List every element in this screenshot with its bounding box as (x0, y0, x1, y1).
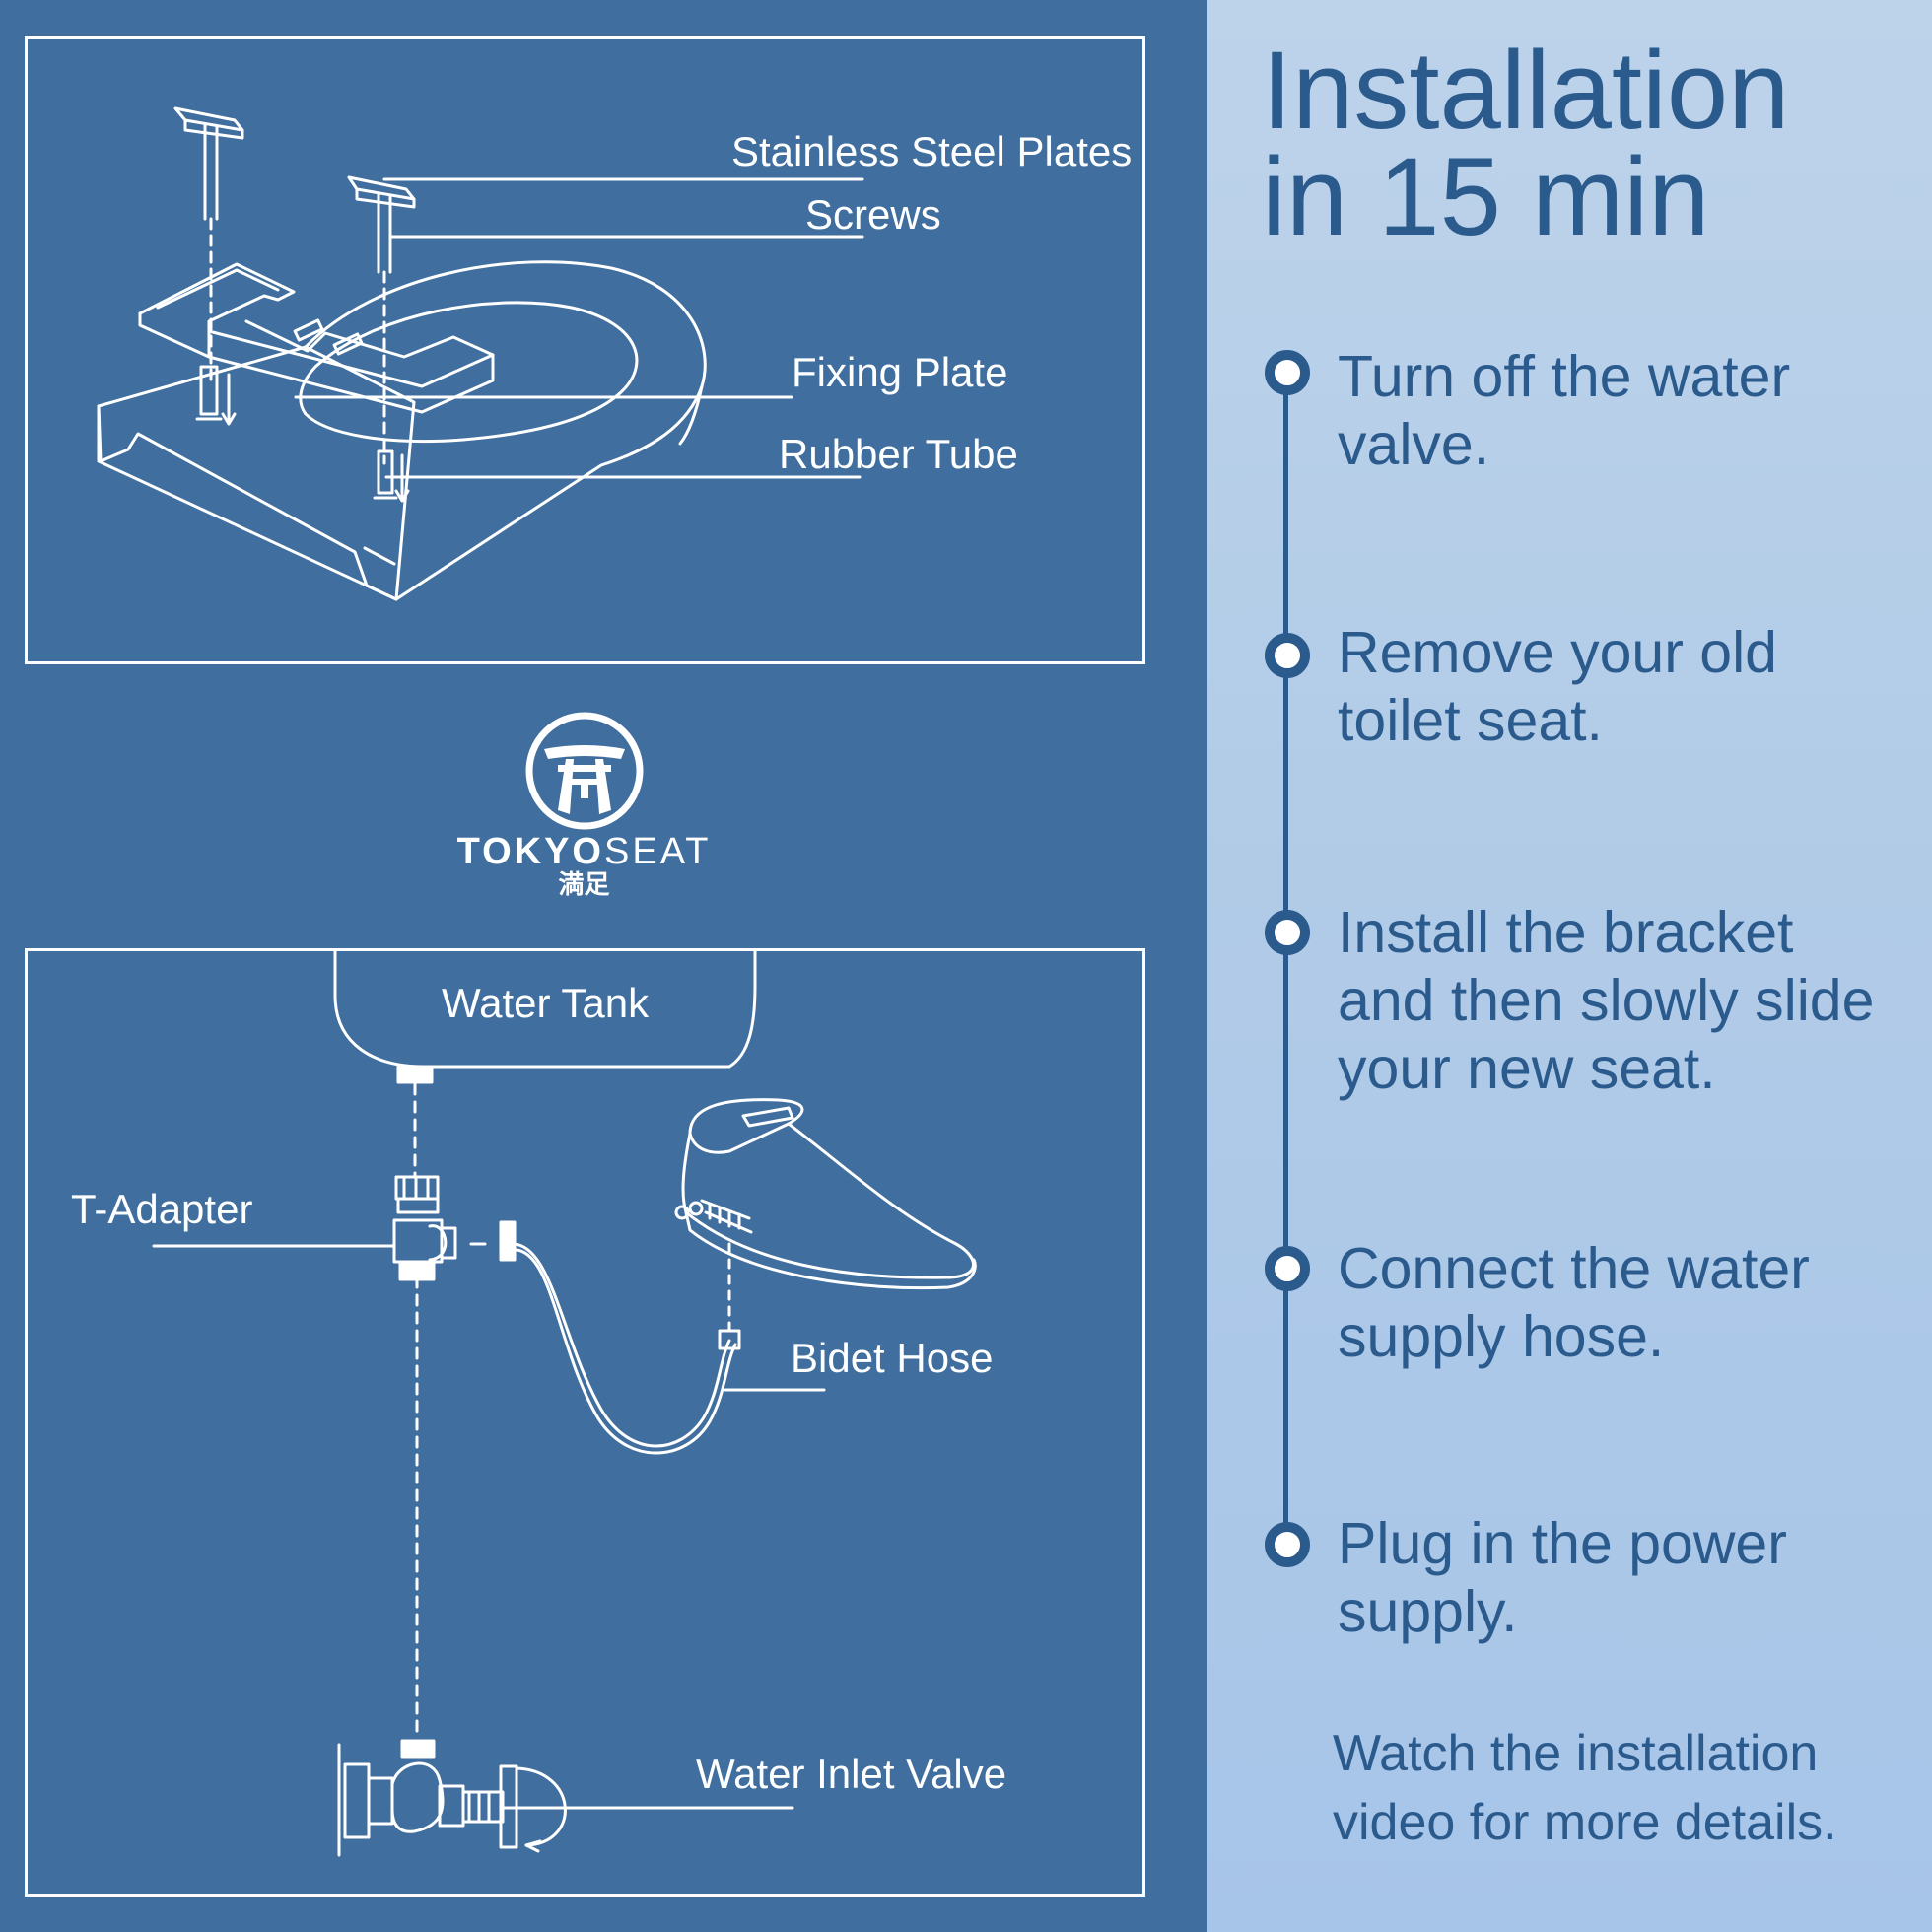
step-3-marker (1265, 910, 1310, 955)
step-4-text: Connect the water supply hose. (1338, 1235, 1919, 1371)
label-rubber-tube: Rubber Tube (779, 431, 1018, 477)
label-t-adapter: T-Adapter (71, 1186, 253, 1232)
video-note-line-2: video for more details. (1333, 1794, 1837, 1851)
brand-name-bold: TOKYO (456, 831, 604, 872)
diagram-panel (0, 0, 1208, 1932)
step-1-line-1: Turn off the water (1338, 344, 1791, 409)
label-bidet-hose: Bidet Hose (791, 1335, 994, 1381)
title-line-2: in 15 min (1262, 135, 1710, 258)
step-2-line-1: Remove your old (1338, 620, 1777, 685)
water-connection-diagram-frame (25, 948, 1145, 1897)
step-3-line-1: Install the bracket (1338, 900, 1794, 965)
step-3-line-2: and then slowly slide (1338, 968, 1875, 1033)
step-1-line-2: valve. (1338, 412, 1490, 477)
label-fixing-plate: Fixing Plate (792, 349, 1008, 395)
step-3-text: Install the bracket and then slowly slid… (1338, 899, 1919, 1103)
step-3-line-3: your new seat. (1338, 1036, 1716, 1101)
instructions-panel (1208, 0, 1932, 1932)
water-connection-illustration (152, 948, 977, 1857)
step-1-text: Turn off the water valve. (1338, 343, 1919, 479)
step-5-marker (1265, 1522, 1310, 1567)
label-screws: Screws (805, 191, 941, 238)
step-5-line-2: supply. (1338, 1579, 1518, 1644)
step-1-marker (1265, 350, 1310, 395)
torii-gate-icon (525, 712, 644, 830)
step-2-text: Remove your old toilet seat. (1338, 619, 1919, 755)
label-water-inlet-valve: Water Inlet Valve (696, 1751, 1007, 1797)
video-note: Watch the installation video for more de… (1333, 1719, 1837, 1857)
step-4-line-1: Connect the water (1338, 1236, 1810, 1301)
step-5-text: Plug in the power supply. (1338, 1510, 1919, 1646)
page-title: Installation in 15 min (1262, 29, 1790, 258)
step-2-line-2: toilet seat. (1338, 688, 1603, 753)
seat-mount-illustration (97, 106, 864, 601)
title-line-1: Installation (1262, 29, 1790, 152)
label-stainless-steel-plates: Stainless Steel Plates (731, 128, 1133, 174)
brand-wordmark: TOKYOSEAT (0, 833, 1168, 870)
timeline-line (1283, 373, 1288, 1548)
step-4-marker (1265, 1246, 1310, 1291)
step-4-line-2: supply hose. (1338, 1304, 1665, 1369)
label-water-tank: Water Tank (442, 980, 650, 1026)
brand-name-light: SEAT (604, 831, 712, 872)
step-2-marker (1265, 633, 1310, 678)
seat-mount-diagram-frame (25, 36, 1145, 664)
step-5-line-1: Plug in the power (1338, 1511, 1787, 1576)
video-note-line-1: Watch the installation (1333, 1725, 1819, 1782)
brand-subtitle: 満足 (558, 870, 610, 900)
